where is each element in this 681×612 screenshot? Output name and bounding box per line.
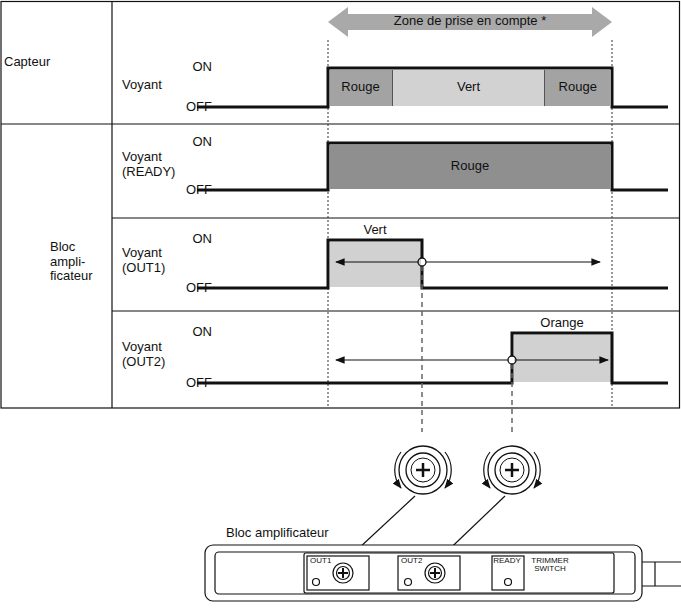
indicator-name: Voyant (READY) [122,150,184,180]
row-header: Capteur [4,55,104,76]
level-off: OFF [182,100,212,115]
node-text: Rouge [451,159,489,174]
dashed-leaders [422,266,512,432]
level-on: ON [182,325,212,340]
panel-label: TRIMMER SWITCH [528,557,572,574]
indicator-name: Voyant [122,78,182,93]
node-text: Rouge [341,80,379,95]
node-text: Capteur [4,55,104,70]
level-off: OFF [182,376,212,391]
level-on: ON [182,232,212,247]
amplifier-housing [205,545,681,601]
node-text: Rouge [559,80,597,95]
node-text: Vert [457,80,480,95]
ready-bar: Rouge [330,145,611,189]
row-header: Bloc ampli- ficateur [50,240,110,291]
indicator-segment: Rouge [545,70,611,106]
zone-caption: Zone de prise en compte * [350,14,590,29]
indicator-name: Voyant (OUT2) [122,340,184,370]
indicator-segment: Vert [393,70,545,106]
level-off: OFF [182,183,212,198]
out1-bar: Vert [330,242,421,287]
trimmer-knob [484,446,541,494]
panel-label: READY [490,557,524,565]
level-on: ON [182,60,212,75]
node-text: Orange [514,316,611,331]
trimmer-knob [395,446,452,494]
level-on: ON [182,135,212,150]
indicator-segment: Rouge [330,70,393,106]
out2-bar: Orange [514,335,611,382]
unit-caption: Bloc amplificateur [226,526,386,541]
node-text: Vert [330,223,421,238]
amplifier-panel: OUT1 OUT2 READY TRIMMER SWITCH [304,553,614,593]
level-off: OFF [182,281,212,296]
signal-traces [197,68,668,383]
panel-label: OUT2 [401,557,441,565]
indicator-name: Voyant (OUT1) [122,246,184,276]
node-text: Bloc ampli- ficateur [50,240,110,285]
panel-label: OUT1 [310,557,350,565]
guide-lines [328,40,612,408]
zone-arrow [328,7,612,37]
table-grid [1,2,680,409]
